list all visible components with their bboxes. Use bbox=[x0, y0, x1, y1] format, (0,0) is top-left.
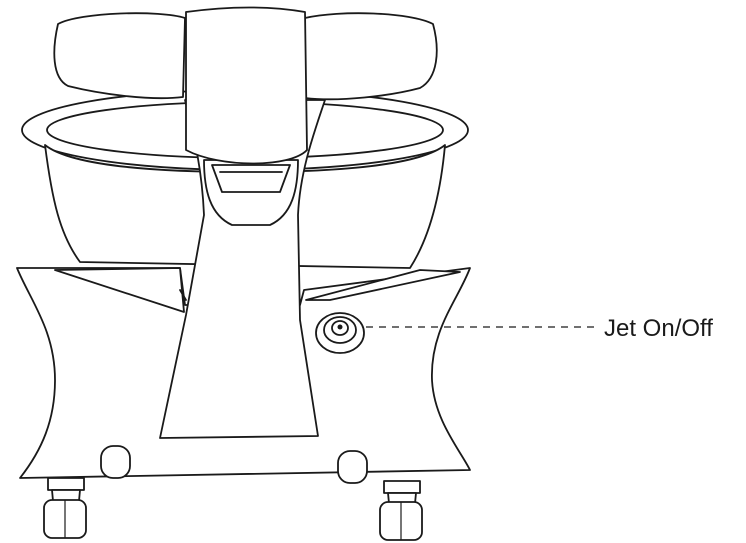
foot-right bbox=[337, 450, 368, 484]
cushion-right bbox=[304, 12, 438, 101]
faucet-spout bbox=[211, 164, 291, 193]
faucet bbox=[203, 159, 299, 226]
jet-button-outer bbox=[315, 312, 365, 354]
caster-left bbox=[43, 477, 87, 539]
caster-right bbox=[379, 480, 423, 541]
jet-button[interactable] bbox=[315, 312, 365, 354]
right-shelf bbox=[305, 269, 461, 301]
callout-label-jet: Jet On/Off bbox=[604, 315, 713, 342]
cushion-center bbox=[185, 6, 308, 165]
shelf-bracket bbox=[179, 289, 187, 301]
caster-left-plate bbox=[47, 477, 85, 491]
cushion-left bbox=[53, 12, 186, 100]
jet-button-ring bbox=[323, 316, 357, 344]
foot-left bbox=[100, 445, 131, 479]
jet-button-dot bbox=[337, 324, 343, 330]
caster-right-plate bbox=[383, 480, 421, 494]
jet-button-center bbox=[331, 320, 349, 336]
feet bbox=[100, 445, 368, 484]
left-shelf bbox=[54, 267, 185, 313]
seat-cushions bbox=[53, 6, 438, 165]
